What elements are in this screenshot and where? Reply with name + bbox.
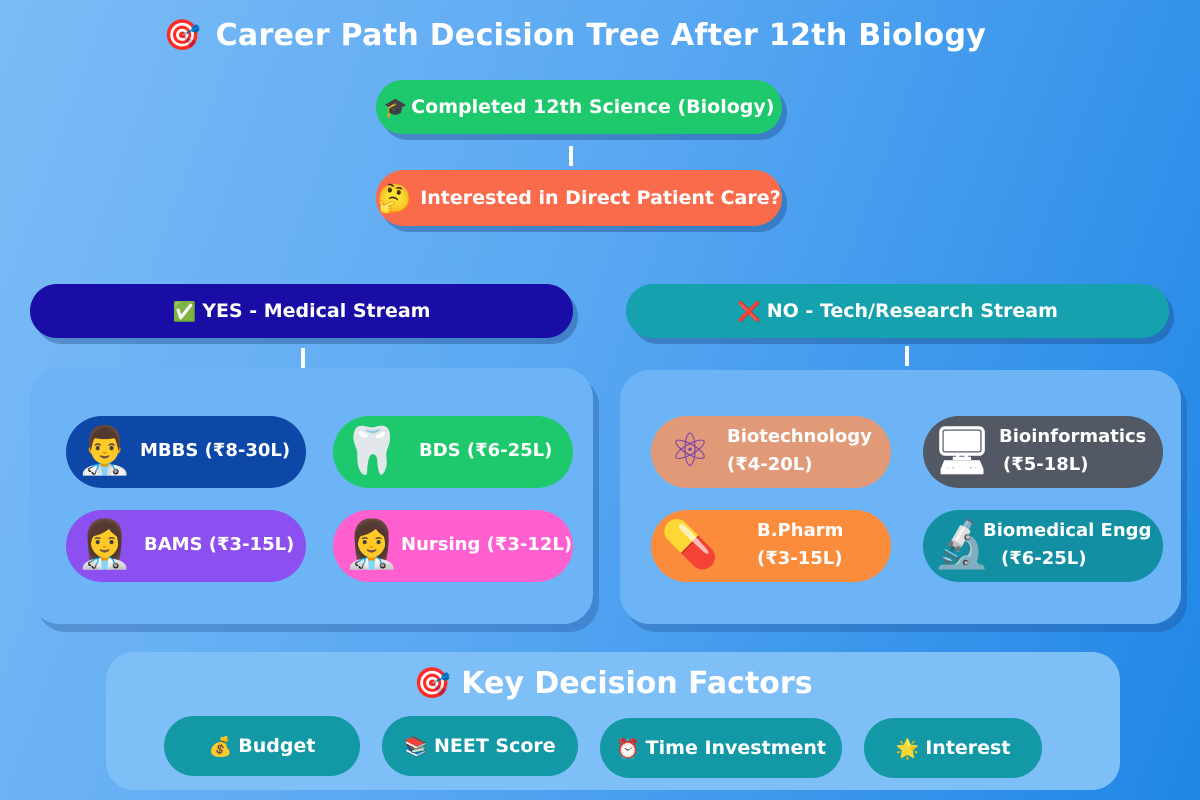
page-title: 🎯 Career Path Decision Tree After 12th B… xyxy=(0,18,1150,53)
course-salary: (₹4-20L) xyxy=(727,454,813,475)
connector-root-question xyxy=(569,146,573,166)
title-text: Career Path Decision Tree After 12th Bio… xyxy=(215,18,987,53)
yes-stream-label: YES - Medical Stream xyxy=(202,300,431,322)
course-salary: (₹5-18L) xyxy=(1003,454,1089,475)
course-card-biotechnology: ⚛ Biotechnology (₹4-20L) xyxy=(651,416,891,488)
factor-label: Time Investment xyxy=(645,737,826,759)
graduation-cap-icon: 🎓 xyxy=(383,96,408,119)
doctor-icon: 👨‍⚕️ xyxy=(76,422,134,477)
medical-options-panel xyxy=(30,368,593,624)
course-label: Biotechnology xyxy=(727,426,872,447)
pill-icon: 💊 xyxy=(661,516,719,571)
check-icon: ✅ xyxy=(172,300,197,323)
factor-label: Interest xyxy=(925,737,1011,759)
connector-yes-panel xyxy=(301,348,305,368)
no-stream-label: NO - Tech/Research Stream xyxy=(766,300,1058,322)
course-card-mbbs: 👨‍⚕️ MBBS (₹8-30L) xyxy=(66,416,306,488)
course-card-bioinformatics: 🖥 Bioinformatics (₹5-18L) xyxy=(923,416,1163,488)
course-card-bpharm: 💊 B.Pharm (₹3-15L) xyxy=(651,510,891,582)
factor-time-investment: ⏰ Time Investment xyxy=(600,718,842,778)
decision-factors-title: 🎯 Key Decision Factors xyxy=(106,666,1120,701)
course-card-nursing: 👩‍⚕️ Nursing (₹3-12L) xyxy=(333,510,573,582)
course-card-bds: 🦷 BDS (₹6-25L) xyxy=(333,416,573,488)
course-label: Nursing (₹3-12L) xyxy=(401,534,573,555)
course-card-biomedical-engg: 🔬 Biomedical Engg (₹6-25L) xyxy=(923,510,1163,582)
factor-budget: 💰 Budget xyxy=(164,716,360,776)
course-label: MBBS (₹8-30L) xyxy=(140,440,291,461)
factor-interest: 🌟 Interest xyxy=(864,718,1042,778)
no-stream-node: ❌ NO - Tech/Research Stream xyxy=(626,284,1169,338)
star-icon: 🌟 xyxy=(895,737,920,760)
factor-label: Budget xyxy=(238,735,316,757)
decision-factors-title-text: Key Decision Factors xyxy=(461,666,813,701)
course-salary: (₹3-15L) xyxy=(757,548,843,569)
course-card-bams: 👩‍⚕️ BAMS (₹3-15L) xyxy=(66,510,306,582)
target-icon: 🎯 xyxy=(413,666,451,701)
nurse-icon: 👩‍⚕️ xyxy=(343,516,401,571)
connector-no-panel xyxy=(905,346,909,366)
tooth-icon: 🦷 xyxy=(343,422,401,477)
course-label: Bioinformatics xyxy=(999,426,1147,447)
cross-icon: ❌ xyxy=(737,300,761,323)
computer-icon: 🖥 xyxy=(932,422,992,477)
tech-options-panel xyxy=(620,370,1181,624)
course-label: BAMS (₹3-15L) xyxy=(144,534,295,555)
money-bag-icon: 💰 xyxy=(208,735,233,758)
course-label: BDS (₹6-25L) xyxy=(419,440,553,461)
question-node: 🤔 Interested in Direct Patient Care? xyxy=(376,170,782,226)
course-salary: (₹6-25L) xyxy=(1001,548,1087,569)
question-node-label: Interested in Direct Patient Care? xyxy=(420,187,781,209)
thinking-person-icon: 🤔 xyxy=(377,181,413,215)
books-icon: 📚 xyxy=(404,735,428,758)
molecule-icon: ⚛ xyxy=(669,423,711,477)
course-label: B.Pharm xyxy=(757,520,844,541)
yes-stream-node: ✅ YES - Medical Stream xyxy=(30,284,573,338)
course-label: Biomedical Engg xyxy=(983,520,1152,541)
root-node-label: Completed 12th Science (Biology) xyxy=(411,96,775,118)
female-doctor-icon: 👩‍⚕️ xyxy=(76,516,134,571)
alarm-clock-icon: ⏰ xyxy=(616,737,640,760)
microscope-icon: 🔬 xyxy=(933,516,991,571)
factor-label: NEET Score xyxy=(433,735,556,757)
target-icon: 🎯 xyxy=(163,18,202,53)
root-node: 🎓 Completed 12th Science (Biology) xyxy=(376,80,782,134)
factor-neet-score: 📚 NEET Score xyxy=(382,716,578,776)
